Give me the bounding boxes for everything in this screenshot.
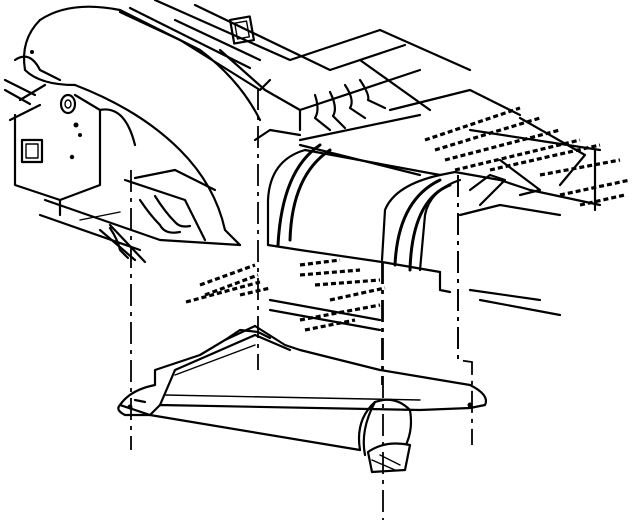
- seat-bracket-hooks-left: [108, 194, 192, 260]
- tunnel-heat-shield: [185, 143, 602, 332]
- floor-pan: [3, 0, 522, 264]
- seat-bracket-hooks-top: [313, 78, 387, 132]
- right-floor-rails: [424, 106, 631, 212]
- lower-heat-shield: [117, 324, 488, 474]
- alignment-lines: [130, 88, 473, 520]
